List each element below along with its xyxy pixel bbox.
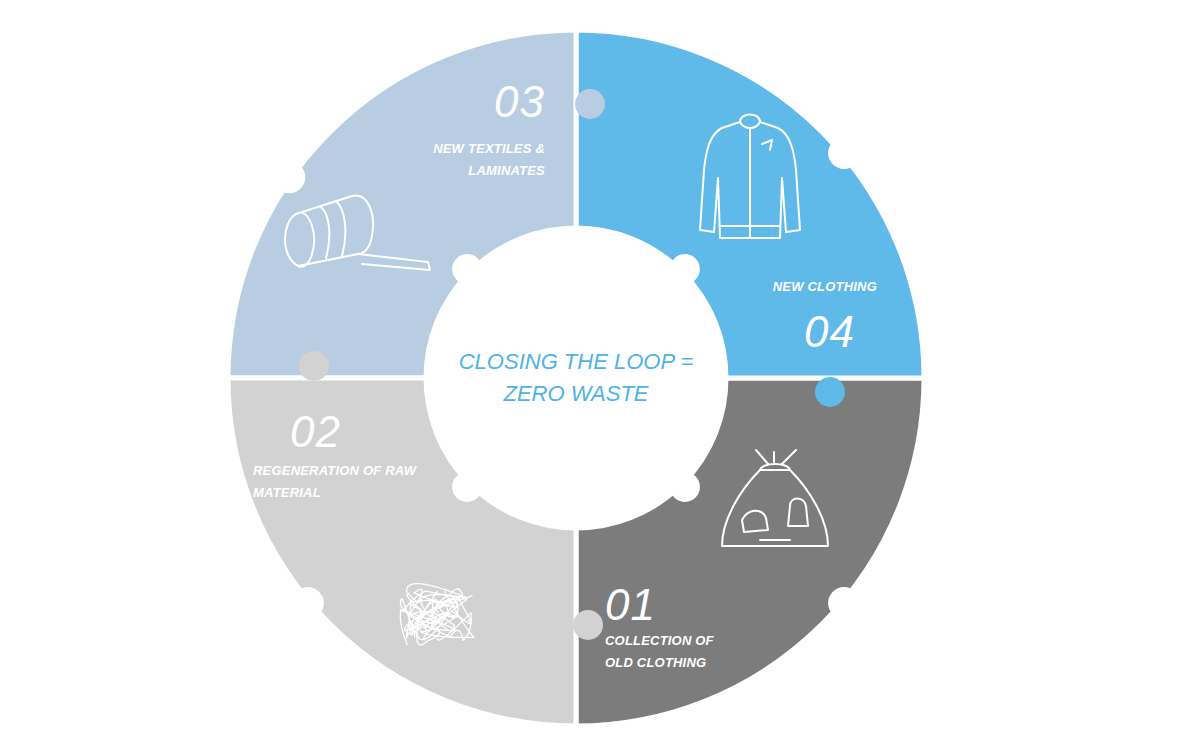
puzzle-piece: 03NEW TEXTILES & LAMINATES	[228, 30, 576, 378]
puzzle-notch	[452, 254, 482, 284]
puzzle-tab	[575, 89, 605, 119]
jacket-hem	[720, 225, 780, 227]
fabric-roll-body	[296, 196, 373, 266]
shoe-shape	[742, 511, 768, 532]
step-label: COLLECTION OF OLD CLOTHING	[605, 630, 740, 674]
step-label: NEW TEXTILES & LAMINATES	[395, 138, 545, 182]
step-label: NEW CLOTHING	[677, 276, 877, 298]
fabric-sheet	[358, 254, 430, 270]
piece-shape	[576, 378, 924, 726]
bag-line	[760, 539, 790, 541]
jacket-collar	[740, 115, 760, 123]
puzzle-notch	[828, 137, 860, 169]
piece-fill	[228, 30, 576, 378]
piece-shape	[228, 378, 576, 726]
piece-fill	[576, 378, 924, 726]
step-number: 03	[494, 80, 545, 124]
glove-shape	[788, 499, 808, 527]
puzzle-piece: NEW CLOTHING 04	[576, 30, 924, 378]
puzzle-piece: 01COLLECTION OF OLD CLOTHING	[576, 378, 924, 726]
puzzle-notch	[452, 472, 482, 502]
piece-fill	[576, 30, 924, 378]
step-icon	[722, 450, 828, 546]
step-number: 02	[290, 410, 341, 454]
puzzle-piece: 02REGENERATION OF RAW MATERIAL	[228, 378, 576, 726]
jacket-zip	[749, 128, 751, 238]
bag-outline	[722, 470, 828, 546]
fiber-strand	[409, 591, 458, 630]
fiber-strand	[424, 596, 472, 640]
puzzle-notch	[670, 472, 700, 502]
fiber-strand	[404, 610, 471, 624]
step-number: 04	[804, 310, 855, 354]
step-icon	[700, 115, 800, 239]
bag-knot	[756, 450, 796, 470]
step-number: 01	[605, 583, 656, 627]
center-circle: CLOSING THE LOOP = ZERO WASTE	[426, 228, 726, 528]
puzzle-notch	[828, 587, 860, 619]
puzzle-notch	[292, 587, 324, 619]
jacket-outline	[700, 122, 800, 238]
puzzle-notch	[670, 254, 700, 284]
puzzle-tab	[299, 351, 329, 381]
puzzle-tab	[573, 610, 603, 640]
puzzle-notch	[273, 161, 305, 193]
step-icon	[400, 584, 474, 645]
puzzle-tab	[815, 377, 845, 407]
fiber-strand	[405, 596, 472, 631]
center-title: CLOSING THE LOOP = ZERO WASTE	[456, 346, 696, 410]
fabric-roll-end	[285, 213, 314, 267]
piece-shape	[576, 30, 924, 378]
fabric-roll-wrap	[320, 201, 345, 258]
step-label: REGENERATION OF RAW MATERIAL	[253, 460, 418, 504]
piece-fill	[228, 378, 576, 726]
step-icon	[285, 196, 430, 270]
jacket-logo	[762, 140, 772, 150]
